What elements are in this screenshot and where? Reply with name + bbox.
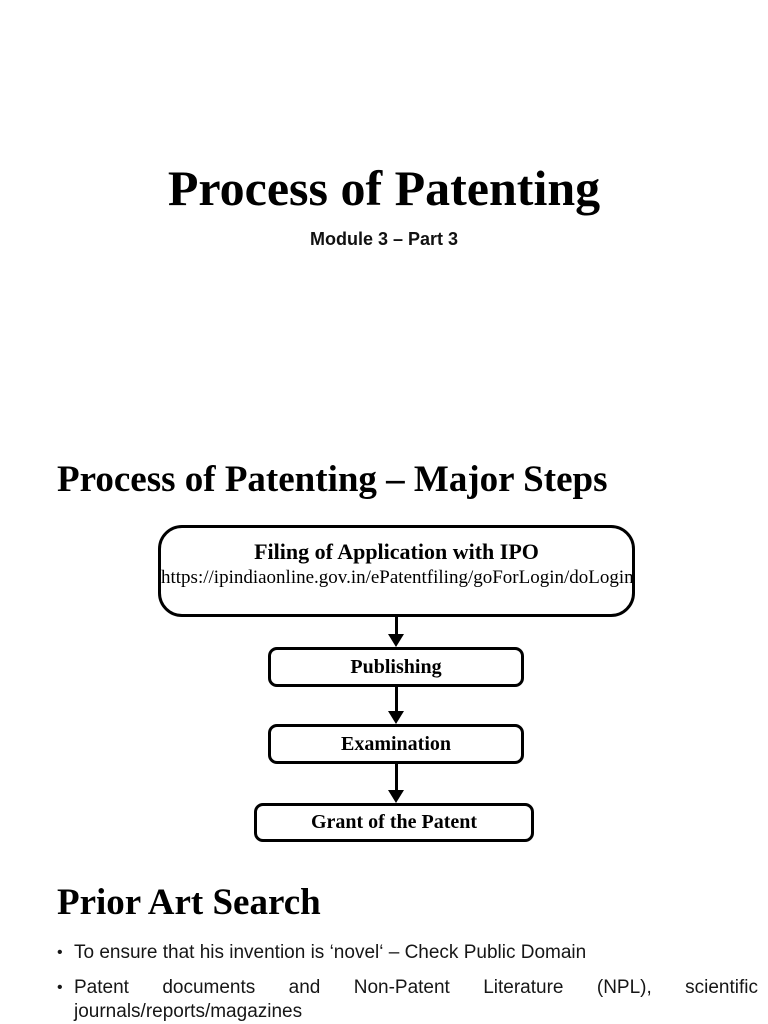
arrow-head bbox=[388, 790, 404, 803]
arrow-head bbox=[388, 711, 404, 724]
bullet-item: • To ensure that his invention is ‘novel… bbox=[57, 941, 758, 965]
bullet-list: • To ensure that his invention is ‘novel… bbox=[57, 941, 758, 1024]
arrow-head bbox=[388, 634, 404, 647]
flow-node-examination: Examination bbox=[268, 724, 524, 764]
down-arrow-icon bbox=[382, 687, 410, 724]
flow-node-grant-label: Grant of the Patent bbox=[310, 811, 478, 833]
arrow-stem bbox=[394, 617, 398, 634]
section-heading-prior-art: Prior Art Search bbox=[57, 882, 321, 923]
arrow-stem bbox=[394, 687, 398, 711]
section-heading-major-steps: Process of Patenting – Major Steps bbox=[57, 459, 608, 500]
arrow-stem bbox=[394, 764, 398, 790]
flow-node-publishing: Publishing bbox=[268, 647, 524, 687]
flow-node-filing-title: Filing of Application with IPO bbox=[254, 539, 539, 564]
flow-node-publishing-label: Publishing bbox=[350, 655, 442, 678]
flow-node-grant: Grant of the Patent bbox=[254, 803, 534, 842]
presentation-subtitle: Module 3 – Part 3 bbox=[309, 229, 459, 249]
down-arrow-icon bbox=[382, 764, 410, 803]
flow-node-filing-url: https://ipindiaonline.gov.in/ePatentfili… bbox=[161, 567, 634, 588]
bullet-icon: • bbox=[57, 979, 63, 996]
flow-node-examination-label: Examination bbox=[340, 732, 452, 755]
bullet-text: To ensure that his invention is ‘novel‘ … bbox=[74, 942, 587, 963]
presentation-title: Process of Patenting bbox=[167, 160, 601, 216]
bullet-text: Patent documents and Non-Patent Literatu… bbox=[74, 977, 758, 1022]
bullet-item: • Patent documents and Non-Patent Litera… bbox=[57, 976, 758, 1024]
flow-node-filing: Filing of Application with IPO https://i… bbox=[158, 525, 635, 617]
bullet-icon: • bbox=[57, 944, 63, 961]
down-arrow-icon bbox=[382, 617, 410, 647]
